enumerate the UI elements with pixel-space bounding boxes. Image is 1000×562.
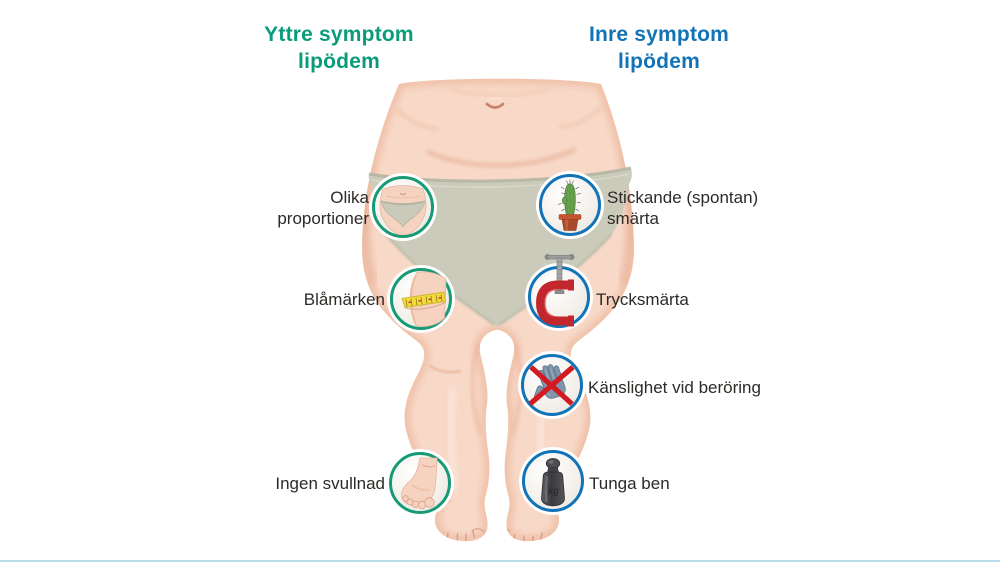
bruises-badge (390, 268, 452, 330)
label-stinging-pain: Stickande (spontan) smärta (607, 188, 759, 229)
stinging-pain-badge (539, 174, 601, 236)
kilogram-weight-icon: kg (541, 458, 565, 507)
foot-icon (401, 457, 438, 510)
hips-proportions-icon (379, 185, 427, 235)
no-swelling-badge (389, 452, 451, 514)
label-bruises: Blåmärken (303, 290, 385, 309)
clamp-icon (535, 254, 575, 327)
no-touch-hand-icon (528, 364, 575, 406)
cactus-icon (557, 179, 582, 231)
label-touch-sensitivity: Känslighet vid beröring (588, 378, 761, 397)
pressure-pain-badge (528, 254, 590, 328)
touch-sensitivity-badge (521, 354, 583, 416)
measuring-tape-icon (401, 271, 447, 327)
label-different-proportions: Olika proportioner (277, 188, 369, 229)
label-no-swelling: Ingen svullnad (275, 474, 385, 493)
navel (485, 97, 505, 109)
left-column-title: Yttre symptom lipödem (264, 23, 414, 73)
bottom-divider-rule (0, 560, 1000, 562)
right-column-title: Inre symptom lipödem (588, 23, 730, 73)
different-proportions-badge (372, 176, 434, 238)
heavy-legs-badge: kg (522, 450, 584, 512)
weight-kg-engraving: kg (548, 486, 559, 497)
label-pressure-pain: Trycksmärta (596, 290, 689, 309)
label-heavy-legs: Tunga ben (589, 474, 670, 493)
